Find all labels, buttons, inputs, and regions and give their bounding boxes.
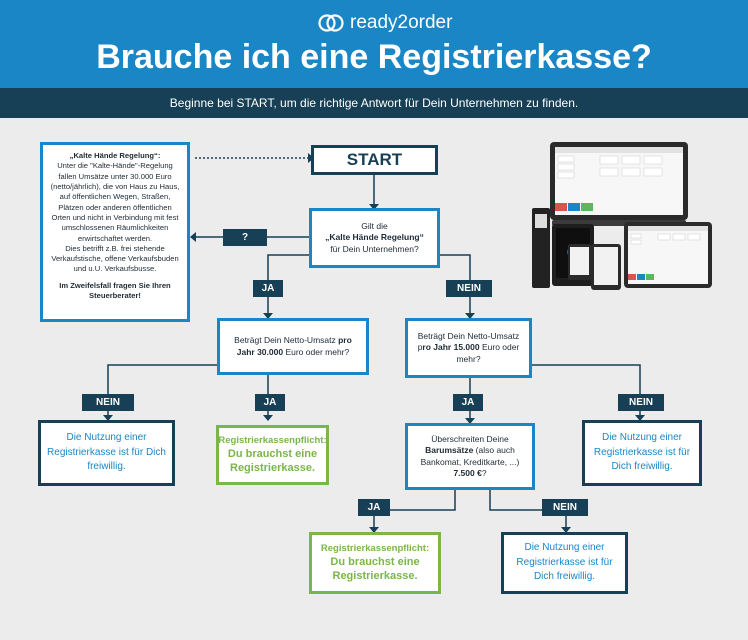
question-4-part-a: Überschreiten Deine [431,434,509,445]
result-voluntary-2-text: Die Nutzung einer Registrierkasse ist fü… [593,432,691,473]
question-1-bold: „Kalte Hände Regelung“ [325,232,424,243]
question-4-part-c: (also auch Bankomat, Kreditkarte, ...) [420,445,520,467]
tag-ja-1: JA [253,280,283,297]
pos-devices-illustration [532,142,712,290]
result-required-1-title: Registrierkassenpflicht: [218,434,327,446]
info-advice: Im Zweifelsfall fragen Sie Ihren Steuerb… [59,280,171,301]
info-example: Dies betrifft z.B. frei stehende Verkauf… [51,243,179,274]
question-tag: ? [223,229,267,246]
question-1-post: für Dein Unternehmen? [330,243,419,254]
question-2-part-b: pro Jahr 30.000 [236,335,352,357]
tag-nein-3: NEIN [618,394,664,411]
question-kalte-haende: Gilt die „Kalte Hände Regelung“ für Dein… [309,208,440,268]
result-voluntary-2: Die Nutzung einer Registrierkasse ist fü… [582,420,702,486]
info-body: Unter die "Kalte-Hände"-Regelung fallen … [50,161,180,243]
tag-ja-2: JA [255,394,285,411]
result-required-2: Registrierkassenpflicht: Du brauchst ein… [309,532,441,594]
question-2-part-c: Euro oder mehr? [283,346,350,357]
result-voluntary-3: Die Nutzung einer Registrierkasse ist fü… [501,532,628,594]
info-heading: „Kalte Hände Regelung“: [69,151,161,160]
result-required-1-body: Du brauchst eine Registrierkasse. [227,447,318,475]
question-2-part-a: Beträgt Dein Netto-Umsatz [234,335,339,346]
question-3-part-b: ro Jahr 15.000 [422,342,480,353]
question-3-part-c: Euro oder mehr? [456,342,520,364]
question-barumsaetze: Überschreiten Deine Barumsätze (also auc… [405,423,535,490]
subtitle-bar: Beginne bei START, um die richtige Antwo… [0,88,748,118]
question-3-part-a: Beträgt Dein Netto-Umsatz p [417,331,520,353]
tag-nein-1: NEIN [446,280,492,297]
result-required-2-title: Registrierkassenpflicht: [320,542,430,554]
start-box: START [311,145,438,175]
result-voluntary-1-text: Die Nutzung einer Registrierkasse ist fü… [47,432,166,473]
tag-nein-4: NEIN [542,499,588,516]
question-4-part-b: Barumsätze [425,445,474,456]
logo: ready2order [318,10,452,36]
tag-ja-4: JA [358,499,390,516]
result-required-1: Registrierkassenpflicht: Du brauchst ein… [216,425,329,485]
logo-text: ready2order [350,12,453,33]
question-1-pre: Gilt die [361,221,388,232]
question-30000: Beträgt Dein Netto-Umsatz pro Jahr 30.00… [217,318,369,375]
page-title: Brauche ich eine Registrierkasse? [96,38,652,76]
question-4-part-d: 7.500 € [453,467,482,478]
tag-nein-2: NEIN [82,394,134,411]
result-required-2-body: Du brauchst eine Registrierkasse. [330,555,420,583]
header-banner: ready2order Brauche ich eine Registrierk… [0,0,748,88]
info-kalte-haende-box: „Kalte Hände Regelung“: Unter die "Kalte… [40,142,190,322]
logo-icon [318,14,344,32]
question-15000: Beträgt Dein Netto-Umsatz pro Jahr 15.00… [405,318,532,378]
question-4-part-e: ? [481,467,487,478]
result-voluntary-3-text: Die Nutzung einer Registrierkasse ist fü… [516,542,613,583]
tag-ja-3: JA [453,394,483,411]
result-voluntary-1: Die Nutzung einer Registrierkasse ist fü… [38,420,175,486]
